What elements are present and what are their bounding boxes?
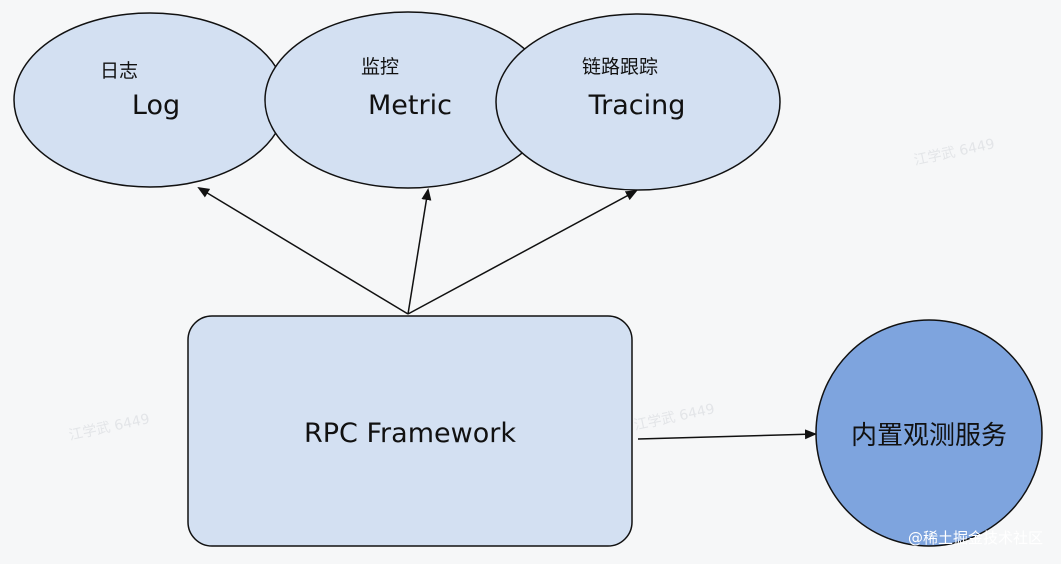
service-label: 内置观测服务 bbox=[851, 421, 1007, 451]
arrow-rpc-to-service bbox=[637, 429, 817, 440]
node-observability-service: 内置观测服务 bbox=[815, 319, 1043, 547]
tracing-cn-label: 链路跟踪 bbox=[582, 56, 658, 78]
node-tracing: 链路跟踪 Tracing bbox=[495, 13, 781, 191]
arrow-rpc-to-metric bbox=[407, 188, 432, 315]
arrow-rpc-to-log bbox=[197, 186, 409, 315]
arrow-rpc-to-tracing bbox=[407, 190, 638, 315]
watermark: 江学武 6449 bbox=[913, 136, 997, 169]
node-rpc-framework: RPC Framework bbox=[187, 315, 633, 547]
tracing-ellipse bbox=[495, 13, 781, 191]
watermark: 江学武 6449 bbox=[633, 401, 717, 434]
rpc-framework-label: RPC Framework bbox=[304, 418, 516, 449]
watermark: 江学武 6449 bbox=[68, 411, 152, 444]
log-cn-label: 日志 bbox=[100, 60, 138, 82]
metric-en-label: Metric bbox=[368, 90, 452, 121]
log-en-label: Log bbox=[132, 90, 180, 121]
tracing-en-label: Tracing bbox=[588, 90, 686, 121]
metric-cn-label: 监控 bbox=[361, 56, 399, 78]
edges bbox=[197, 186, 817, 440]
node-log: 日志 Log bbox=[13, 12, 287, 188]
rpc-framework-box bbox=[187, 315, 633, 547]
source-credit: @稀土掘金技术社区 bbox=[908, 529, 1043, 547]
service-circle bbox=[815, 319, 1043, 547]
